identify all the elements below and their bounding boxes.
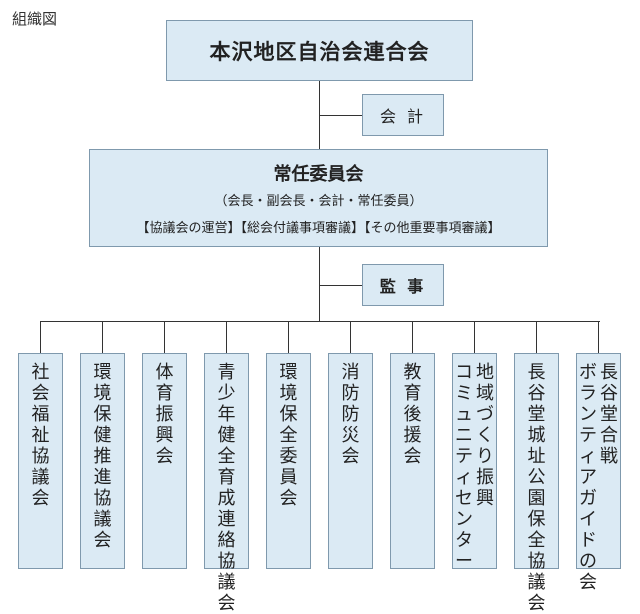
federation-box: 本沢地区自治会連合会 [166, 20, 473, 81]
organization-name-column: 長谷堂城址公園保全協議会 [527, 362, 546, 614]
standing-committee-box: 常任委員会 （会長・副会長・会計・常任委員） 【協議会の運営】【総会付議事項審議… [89, 149, 548, 247]
organization-box: 社会福祉協議会 [18, 353, 63, 569]
branch-drop-line [288, 321, 289, 353]
branch-drop-line [350, 321, 351, 353]
standing-committee-duties: 【協議会の運営】【総会付議事項審議】【その他重要事項審議】 [136, 221, 501, 236]
branch-drop-line [474, 321, 475, 353]
branch-drop-line [226, 321, 227, 353]
standing-committee-title: 常任委員会 [273, 164, 364, 185]
organization-box: 長谷堂城址公園保全協議会 [514, 353, 559, 614]
organization-box: 消防防災会 [328, 353, 373, 569]
accounting-box: 会 計 [362, 94, 444, 136]
organization-box: 青少年健全育成連絡協議会 [204, 353, 249, 614]
branch-drop-line [164, 321, 165, 353]
page-title: 組織図 [12, 10, 58, 28]
audit-box: 監 事 [362, 264, 444, 306]
organization-name-column: 社会福祉協議会 [31, 362, 50, 509]
connector-audit [319, 285, 362, 286]
connector-committee-to-branches [319, 247, 320, 322]
organization-name-column: 教育後援会 [403, 362, 422, 467]
organization-box: 長谷堂合戦ボランティアガイドの会 [576, 353, 621, 593]
branch-horizontal-line [41, 321, 600, 322]
organization-name-column: 長谷堂合戦 [600, 362, 618, 467]
branch-drop-line [412, 321, 413, 353]
organization-name-column: 体育振興会 [155, 362, 174, 467]
organization-name-column: 環境保健推進協議会 [93, 362, 112, 551]
organization-box: 教育後援会 [390, 353, 435, 569]
organization-name-column: 地域づくり振興 [476, 362, 494, 509]
organization-box: 体育振興会 [142, 353, 187, 569]
connector-accounting [319, 115, 362, 116]
organization-name-column: 消防防災会 [341, 362, 360, 467]
organization-box: 環境保健推進協議会 [80, 353, 125, 569]
branch-drop-line [102, 321, 103, 353]
organization-box: 地域づくり振興コミュニティセンター [452, 353, 497, 572]
branch-drop-line [598, 321, 599, 353]
branch-drop-line [536, 321, 537, 353]
organization-name-column: 青少年健全育成連絡協議会 [217, 362, 236, 614]
organization-name-column: 環境保全委員会 [279, 362, 298, 509]
standing-committee-members: （会長・副会長・会計・常任委員） [214, 194, 423, 209]
organization-box: 環境保全委員会 [266, 353, 311, 569]
organization-name-column: ボランティアガイドの会 [579, 362, 597, 593]
organization-name-column: コミュニティセンター [455, 362, 473, 572]
branch-drop-line [40, 321, 41, 353]
